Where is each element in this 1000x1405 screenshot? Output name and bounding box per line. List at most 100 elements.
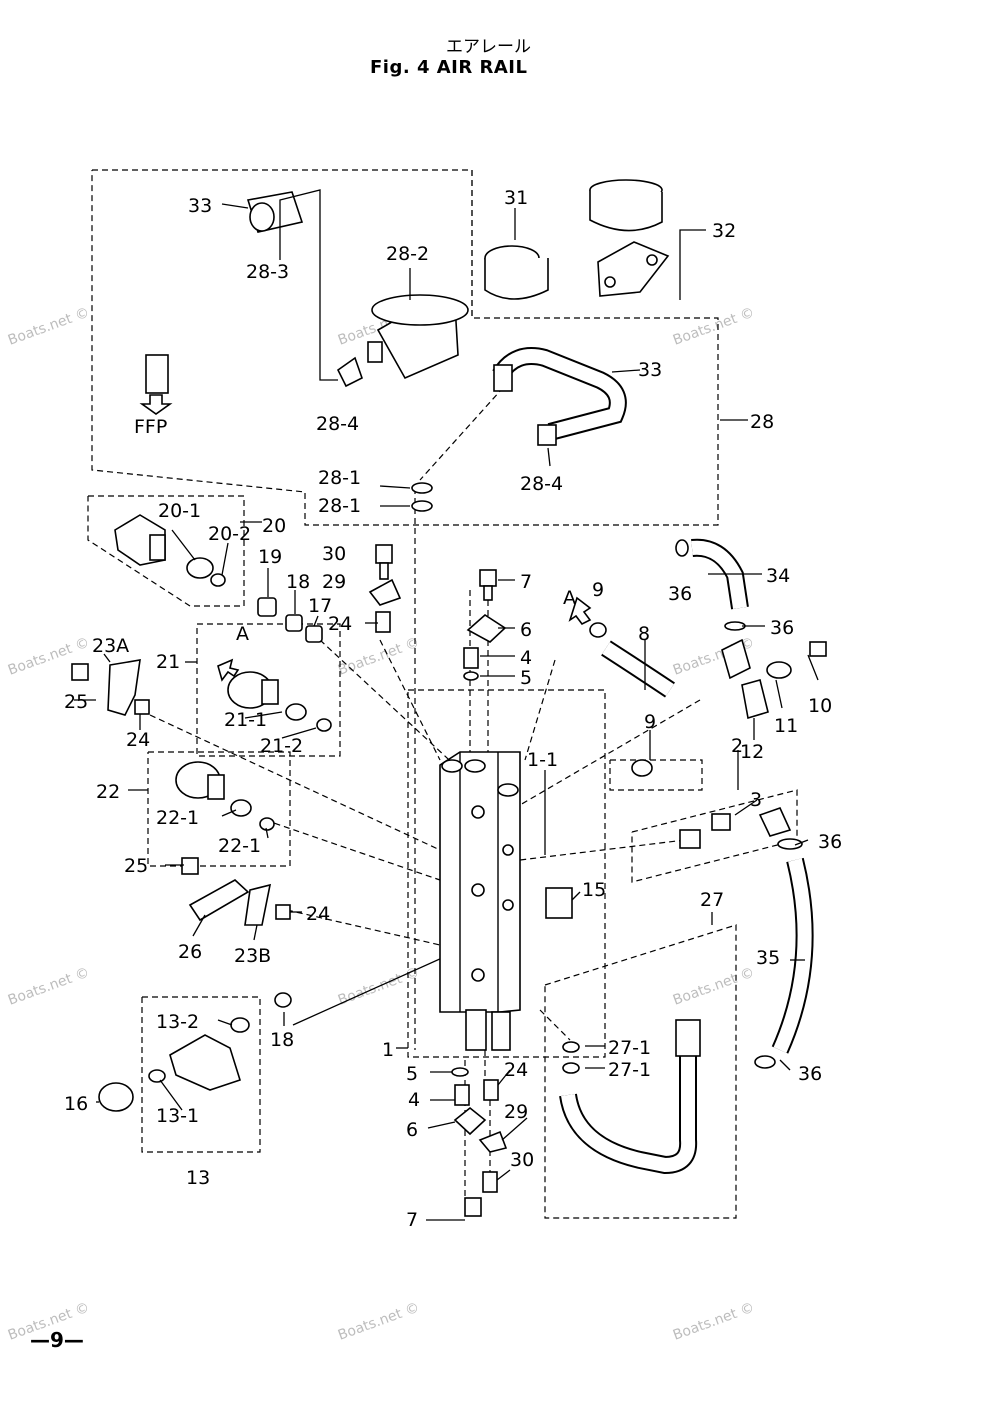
callout-label: 20-2 <box>208 523 251 545</box>
callout-label: 24 <box>126 729 150 751</box>
callout-label: 3 <box>750 789 762 811</box>
callout-label: 22 <box>96 781 120 803</box>
hose-8 <box>589 622 675 698</box>
regulator-28-2 <box>367 294 469 380</box>
callout-label: 7 <box>406 1209 418 1231</box>
callout-label: 9 <box>592 579 604 601</box>
fitting-22 <box>175 761 275 831</box>
callout-label: 5 <box>406 1063 418 1085</box>
callout-label: 35 <box>756 947 780 969</box>
fitting-13 <box>98 992 292 1112</box>
callout-label: 21-2 <box>260 735 303 757</box>
callout-label: 5 <box>520 667 532 689</box>
callout-label: 36 <box>770 617 794 639</box>
callout-label: 28-1 <box>318 467 361 489</box>
callout-label: A <box>236 623 249 645</box>
small-parts-upper <box>257 544 402 643</box>
callout-label: 28-4 <box>316 413 359 435</box>
callout-label: 11 <box>774 715 798 737</box>
callout-label: 23B <box>234 945 271 967</box>
fuel-line-28 <box>492 347 627 446</box>
callout-label: 22-1 <box>218 835 261 857</box>
callout-label: 9 <box>644 711 656 733</box>
cap-and-plate-bottom <box>451 1067 508 1217</box>
callout-label: 4 <box>520 647 532 669</box>
callout-label: 23A <box>92 635 129 657</box>
callout-label: 34 <box>766 565 790 587</box>
callout-label: 7 <box>520 571 532 593</box>
watermarks: Boats.net © Boats.net © Boats.net © Boat… <box>6 305 757 1344</box>
callout-label: 33 <box>188 195 212 217</box>
assembly-boundaries <box>87 169 798 1219</box>
callout-label: 21 <box>156 651 180 673</box>
callout-label: 13-1 <box>156 1105 199 1127</box>
callout-label: 29 <box>504 1101 528 1123</box>
fitting-20 <box>114 514 226 587</box>
watermark: Boats.net © <box>671 1300 757 1344</box>
callout-label: 29 <box>322 571 346 593</box>
callout-label: 13 <box>186 1167 210 1189</box>
callout-label: 24 <box>504 1059 528 1081</box>
callout-label: 8 <box>638 623 650 645</box>
watermark: Boats.net © <box>6 965 92 1009</box>
hose-34 <box>675 538 749 631</box>
watermark: Boats.net © <box>671 305 757 349</box>
fuel-pipe-27 <box>559 1019 701 1175</box>
callout-label: 26 <box>178 941 202 963</box>
callout-label: 27 <box>700 889 724 911</box>
callout-label: 25 <box>124 855 148 877</box>
callout-label: 24 <box>306 903 330 925</box>
callout-label: 18 <box>270 1029 294 1051</box>
callout-label: 6 <box>406 1119 418 1141</box>
page-number: —9— <box>30 1328 84 1352</box>
callout-label: 16 <box>64 1093 88 1115</box>
sleeve-31 <box>484 245 549 300</box>
ffp-label: FFP <box>134 416 167 438</box>
bracket-23A <box>71 659 150 716</box>
callout-label: 20 <box>262 515 286 537</box>
watermark: Boats.net © <box>336 635 422 679</box>
callout-label: 30 <box>322 543 346 565</box>
bracket-32 <box>589 179 670 297</box>
watermark: Boats.net © <box>6 305 92 349</box>
callout-label: 28 <box>750 411 774 433</box>
callout-label: 19 <box>258 546 282 568</box>
callout-label: 36 <box>668 583 692 605</box>
air-rail-body <box>439 751 521 1051</box>
figure-title: Fig. 4 AIR RAIL <box>370 57 528 78</box>
callout-label: 17 <box>308 595 332 617</box>
elbow-fitting-10-11-12 <box>721 638 827 720</box>
callout-label: 32 <box>712 220 736 242</box>
callout-label: 12 <box>740 741 764 763</box>
callout-label: 36 <box>798 1063 822 1085</box>
callout-label: 28-1 <box>318 495 361 517</box>
callout-label: 21-1 <box>224 709 267 731</box>
callout-label: 28-3 <box>246 261 289 283</box>
cap-and-plate-top <box>463 569 507 681</box>
fuel-hose-28-3 <box>145 191 304 394</box>
hose-35 <box>754 857 814 1069</box>
title-japanese: エアレール <box>446 37 531 57</box>
callout-label: 30 <box>510 1149 534 1171</box>
callout-label: 25 <box>64 691 88 713</box>
bracket-26-23B <box>181 857 291 926</box>
callout-label: 28-2 <box>386 243 429 265</box>
callout-label: 33 <box>638 359 662 381</box>
projection-lines <box>149 379 701 1200</box>
ffp-arrow <box>139 394 173 415</box>
callout-label: 10 <box>808 695 832 717</box>
fitting-21 <box>227 671 332 732</box>
callout-label: 31 <box>504 187 528 209</box>
label-15 <box>545 887 573 919</box>
view-arrows <box>217 596 592 682</box>
callout-label: 24 <box>328 613 352 635</box>
clip-28-4 <box>336 356 363 388</box>
callout-label: 1-1 <box>527 749 558 771</box>
fittings-2-3 <box>631 759 803 850</box>
watermark: Boats.net © <box>671 965 757 1009</box>
callout-label: 22-1 <box>156 807 199 829</box>
callout-label: 27-1 <box>608 1037 651 1059</box>
callout-label: 1 <box>382 1039 394 1061</box>
